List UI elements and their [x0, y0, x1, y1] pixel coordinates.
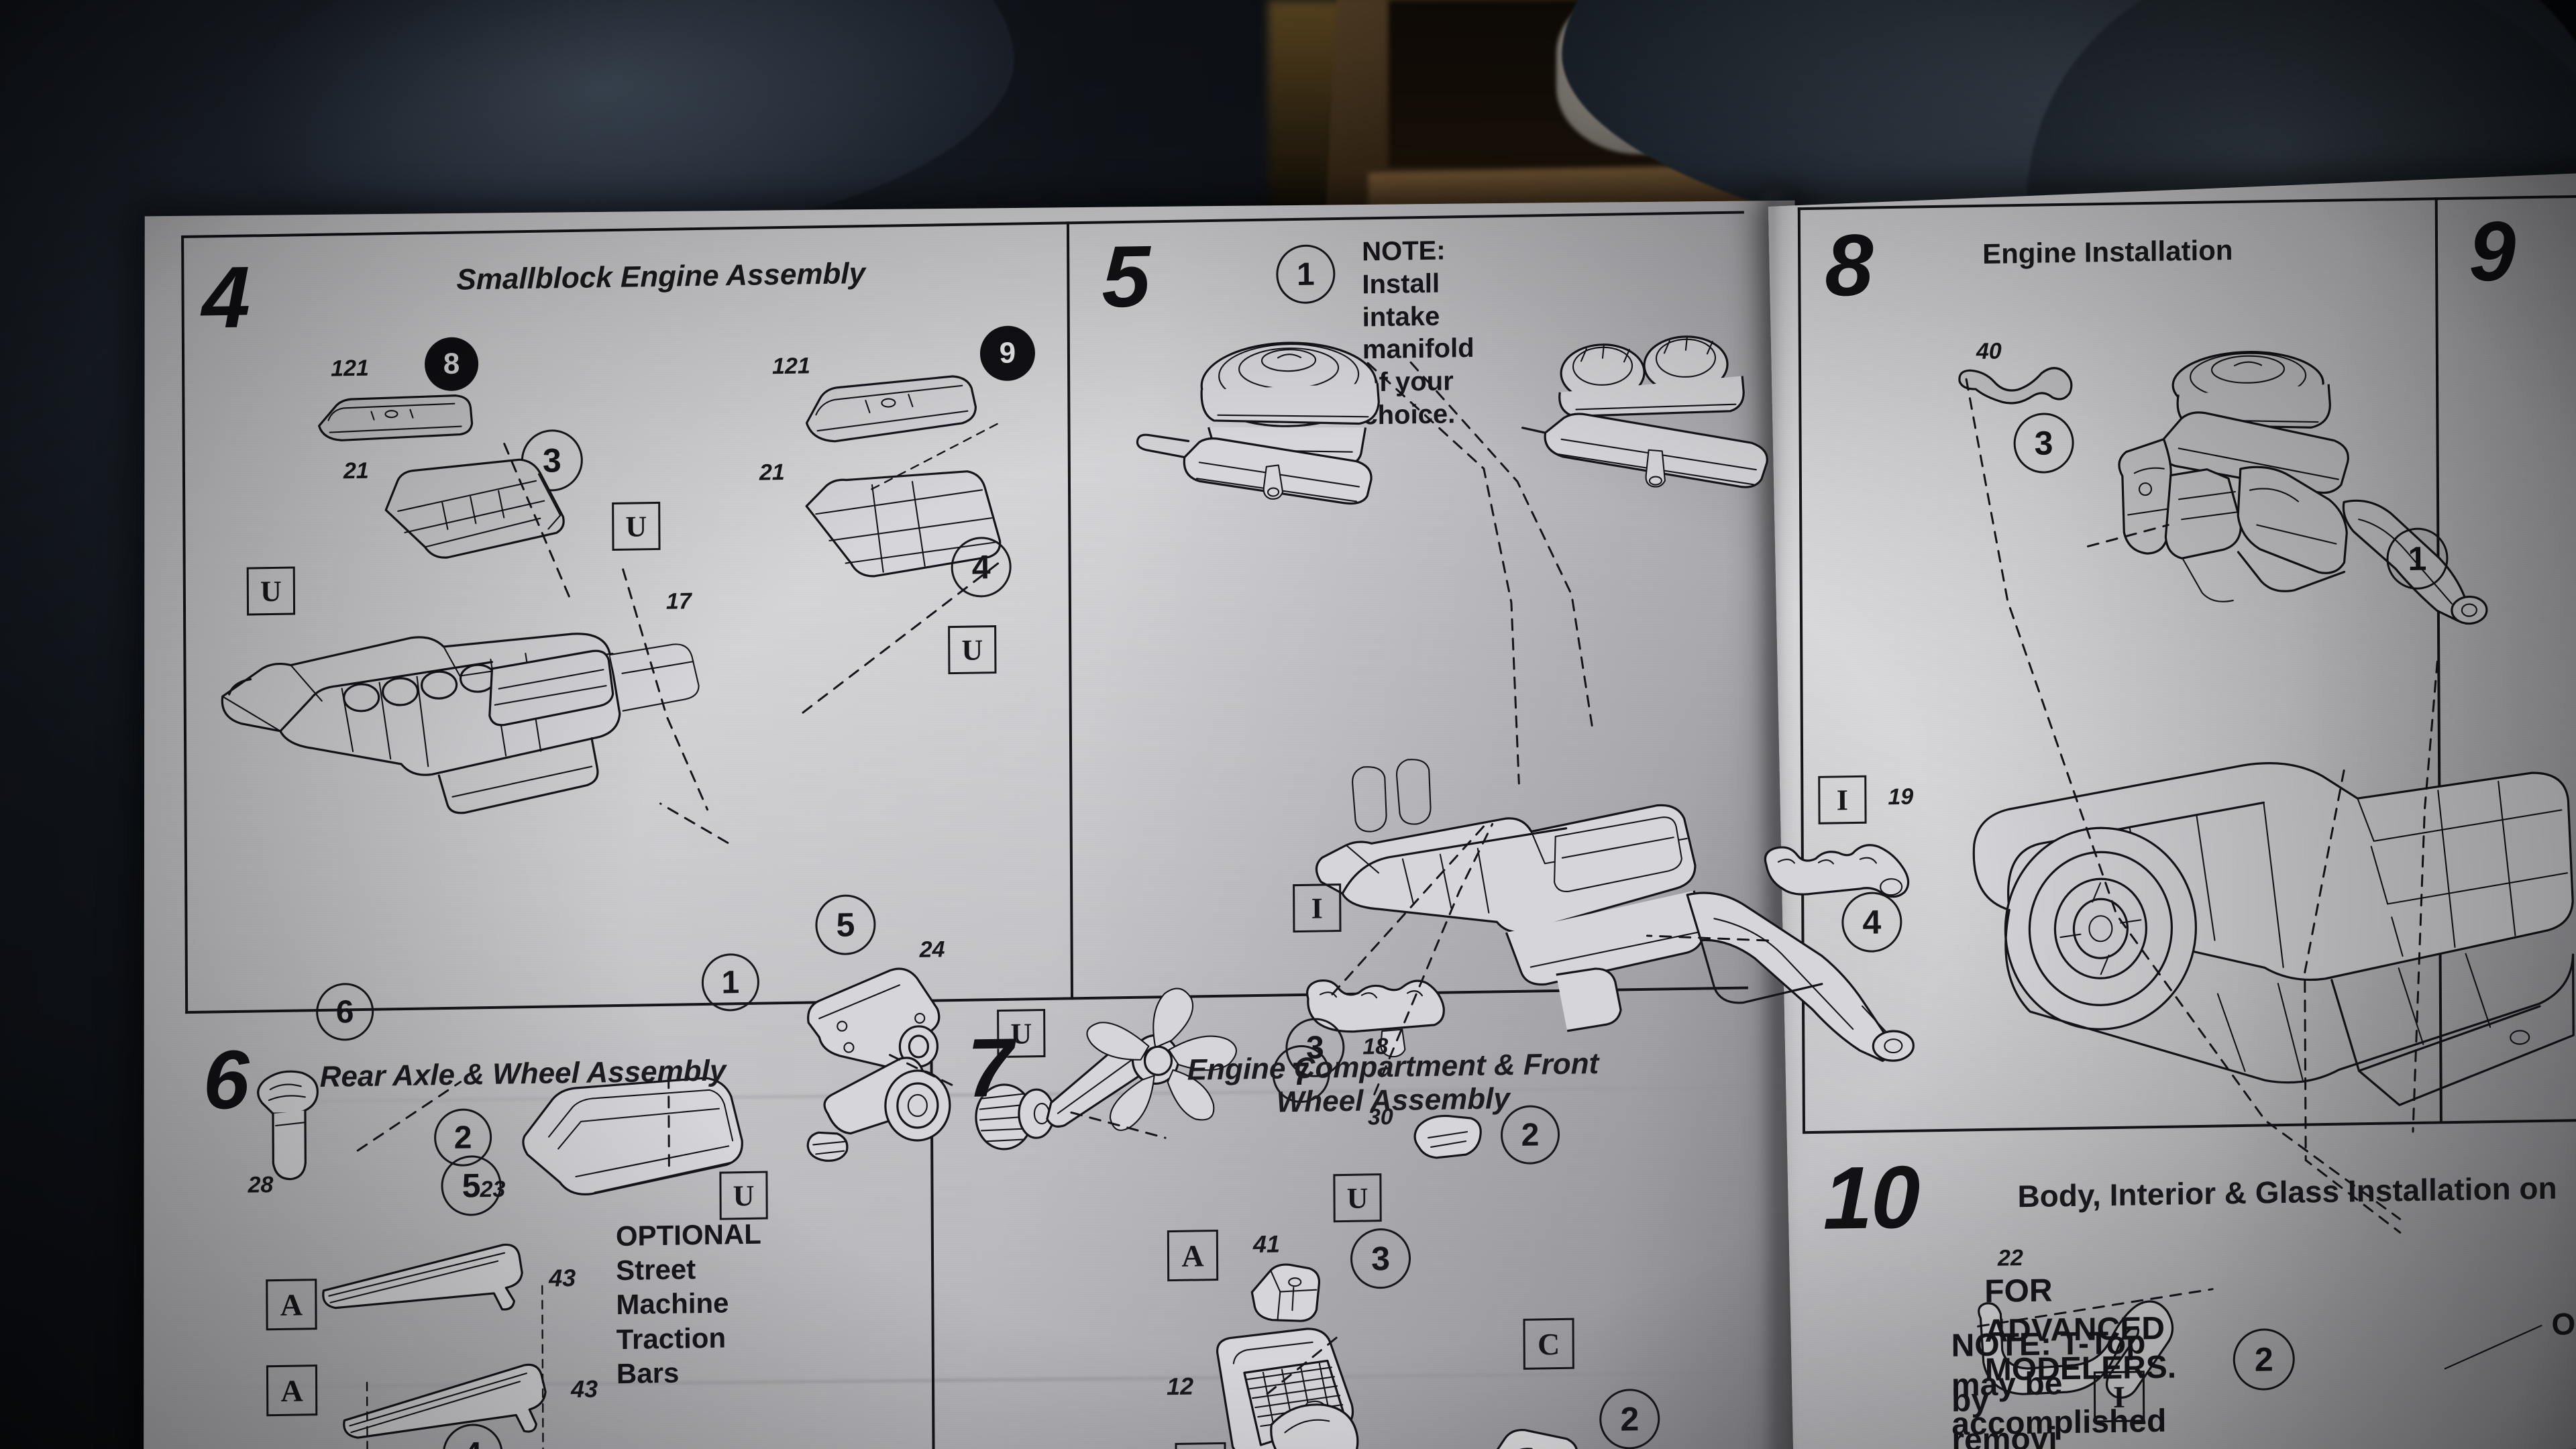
step-number-6: 6: [203, 1033, 249, 1127]
step-number-5: 5: [1101, 227, 1150, 326]
panel-7-title: Engine Compartment & Front Wheel Assembl…: [1187, 1047, 1599, 1119]
step-number-7: 7: [967, 1021, 1012, 1115]
panel-6-optional-text: OPTIONAL Street Machine Traction Bars: [615, 1218, 761, 1390]
leader-line-panel10: [2440, 1317, 2575, 1379]
callout-circle-2-panel7: 2: [1599, 1388, 1660, 1449]
step-number-9: 9: [2468, 203, 2515, 299]
part-number-19: 19: [1888, 784, 1914, 810]
panel-10-note-line-2: by removi: [1951, 1382, 2057, 1449]
instruction-booklet: 4 Smallblock Engine Assembly 121 8 3 U 2…: [141, 172, 2576, 1449]
callout-box-C-panel7: C: [1523, 1318, 1574, 1370]
assembly-dashed-lines-panel7: [1193, 1246, 1529, 1449]
panel-8-title: Engine Installation: [1982, 234, 2233, 270]
assembly-dashed-lines-panel6: [254, 1260, 631, 1449]
panel-6-title: Rear Axle & Wheel Assembly: [319, 1054, 727, 1093]
part-number-12: 12: [1166, 1372, 1194, 1401]
step-number-8: 8: [1824, 215, 1872, 315]
step-number-10: 10: [1823, 1147, 1919, 1248]
